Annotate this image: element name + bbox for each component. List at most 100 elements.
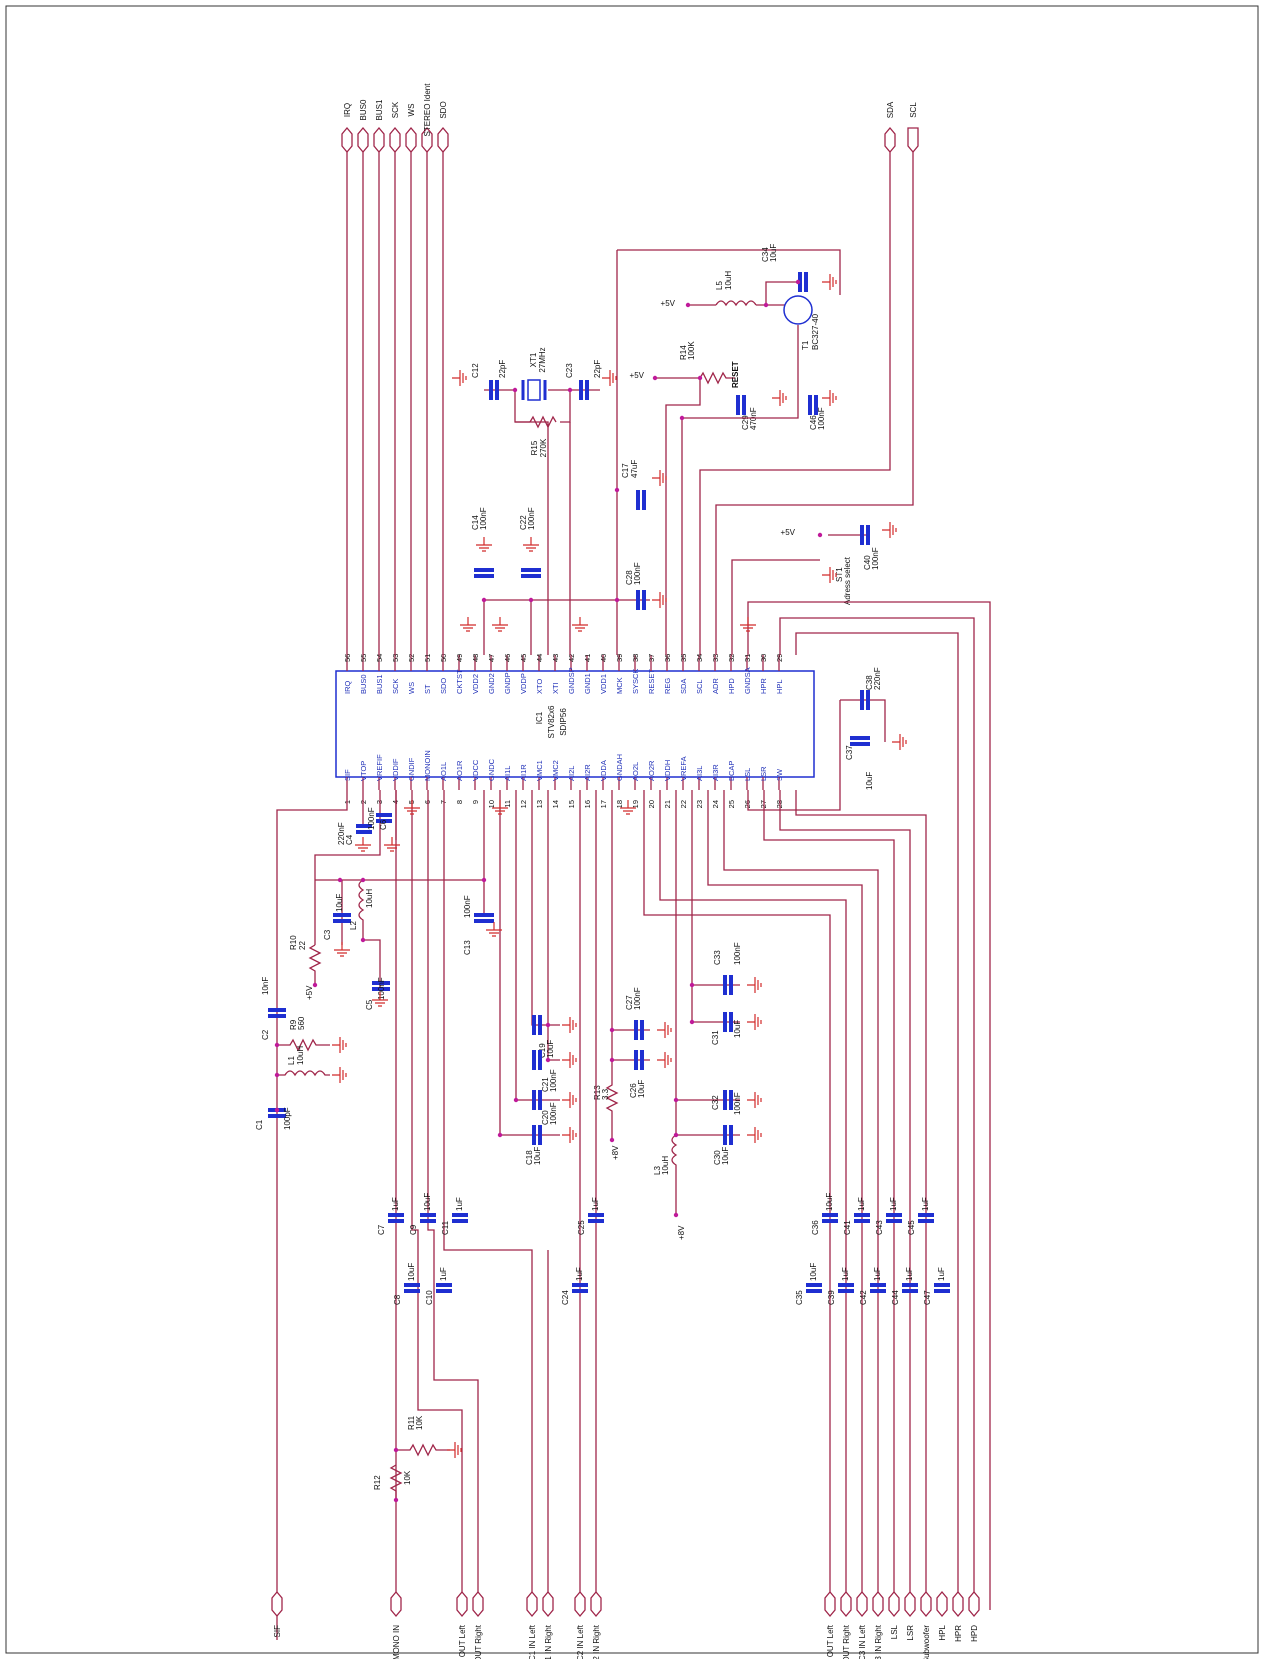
pin-num-15: 15 (567, 800, 576, 808)
port-R0[interactable] (824, 1590, 836, 1618)
port-label-L0: SIF (273, 1625, 282, 1638)
pin-name-23: AI3L (695, 766, 704, 781)
pin-num-24: 24 (711, 800, 720, 808)
pin-name-17: VDDA (599, 760, 608, 781)
pin-name-19: AO2L (631, 762, 640, 781)
c37-ref: C37 (845, 745, 854, 760)
ic1-chip[interactable]: IC1 STV82x6 SDIP56 (335, 670, 815, 778)
cap-value-u2: 1uF (455, 1197, 464, 1211)
crystal-xt1 (527, 379, 541, 401)
junction-dot (312, 982, 318, 988)
c37-value: 10uF (865, 772, 874, 790)
port-R1[interactable] (840, 1590, 852, 1618)
ground-icon (334, 942, 350, 957)
port-L7[interactable] (590, 1590, 602, 1618)
ground-icon (486, 922, 502, 937)
pin-num-52: 52 (407, 654, 416, 662)
pin-name-2: VTOP (359, 761, 368, 781)
port-R5[interactable] (904, 1590, 916, 1618)
port-scl[interactable] (907, 127, 919, 154)
vmc-caps: C19 10uF C21 100nF C20 100nF C18 10uF R1… (499, 790, 650, 1165)
port-1[interactable] (357, 126, 369, 154)
ground-icon (384, 837, 400, 852)
c32-ref: C32 (711, 1095, 720, 1110)
pin-num-41: 41 (583, 654, 592, 662)
c12-value: 22pF (498, 360, 507, 378)
junction-dot (679, 415, 685, 421)
port-R2[interactable] (856, 1590, 868, 1618)
r9-value: 560 (297, 1016, 306, 1030)
pin-num-33: 33 (711, 654, 720, 662)
ic1-ref: IC1 (535, 711, 544, 724)
port-L4[interactable] (526, 1590, 538, 1618)
pin-name-25: BCAP (727, 761, 736, 781)
port-3[interactable] (389, 126, 401, 154)
c1-ref: C1 (255, 1119, 264, 1130)
port-R9[interactable] (968, 1590, 980, 1618)
pin-name-34: SCL (695, 679, 704, 694)
port-5[interactable] (421, 126, 433, 154)
ground-icon (747, 977, 762, 993)
pin-name-48: VDD2 (471, 674, 480, 694)
pin-num-38: 38 (631, 654, 640, 662)
pin-num-36: 36 (663, 654, 672, 662)
pin-num-31: 31 (743, 654, 752, 662)
signal-wire-11 (763, 790, 895, 1592)
port-2[interactable] (373, 126, 385, 154)
r13-supply: +8V (611, 1145, 620, 1160)
port-4[interactable] (405, 126, 417, 154)
r15-value: 270K (539, 438, 548, 457)
port-L3[interactable] (472, 1590, 484, 1618)
c30-value: 10uF (721, 1147, 730, 1165)
port-6[interactable] (437, 126, 449, 154)
r11-ref: R11 (407, 1415, 416, 1430)
signal-wire-7 (643, 790, 831, 1592)
port-L2[interactable] (456, 1590, 468, 1618)
port-0[interactable] (341, 126, 353, 154)
port-R4[interactable] (888, 1590, 900, 1618)
ground-icon (404, 800, 420, 815)
pin-name-29: HPL (775, 679, 784, 694)
vdd-decoupling: C14 100nF C22 100nF C17 47uF C28 100nF (471, 249, 841, 655)
ic1-pins: SIF1VTOP2VREFIF3VDDIF4GNDIF5MONOIN6AO1L7… (343, 654, 784, 809)
pin-num-30: 30 (759, 654, 768, 662)
pin-name-32: HPD (727, 678, 736, 694)
pin-name-41: GND1 (583, 673, 592, 694)
port-R3[interactable] (872, 1590, 884, 1618)
junction-dot (609, 1137, 615, 1143)
port-sda[interactable] (884, 126, 896, 154)
c17-value: 47uF (630, 460, 639, 478)
cap-ref-l6: C44 (891, 1290, 900, 1305)
port-R8[interactable] (952, 1590, 964, 1618)
c30-ref: C30 (713, 1150, 722, 1165)
c38-ref: C38 (865, 675, 874, 690)
c27-value: 100nF (633, 987, 642, 1010)
ground-icon (747, 1014, 762, 1030)
pin-name-24: AI3R (711, 764, 720, 781)
port-L0[interactable] (271, 1590, 283, 1618)
if-supply-network: C4 220nF C6 100nF C3 10uF L2 10uH R10 22… (276, 790, 494, 1640)
pin-num-19: 19 (631, 800, 640, 808)
pin-name-1: SIF (343, 769, 352, 781)
junction-dot (481, 877, 487, 883)
l2-value: 10uH (365, 889, 374, 908)
pin-num-45: 45 (519, 654, 528, 662)
pin-num-50: 50 (439, 654, 448, 662)
sif-filter: C2 10nF R9 560 L1 10uH C1 100pF (255, 977, 330, 1130)
right-top-ports: SDA SCL (699, 101, 919, 655)
crystal-circuit: XT1 27MHz C12 22pF C23 22pF R15 270K (471, 347, 602, 655)
cap-value-l2: 1uF (575, 1267, 584, 1281)
ground-icon (652, 470, 667, 486)
junction-dot (614, 487, 620, 493)
junction-dots (274, 279, 823, 1503)
port-L5[interactable] (542, 1590, 554, 1618)
port-R6[interactable] (920, 1590, 932, 1618)
c19-value: 10uF (546, 1040, 555, 1058)
pin-name-38: SYSCK (631, 669, 640, 694)
port-label-L2: SC1 OUT Left (458, 1624, 467, 1659)
port-sda-label: SDA (886, 101, 895, 118)
port-R7[interactable] (936, 1590, 948, 1618)
port-L1[interactable] (390, 1590, 402, 1618)
port-L6[interactable] (574, 1590, 586, 1618)
ground-icon (602, 370, 617, 386)
